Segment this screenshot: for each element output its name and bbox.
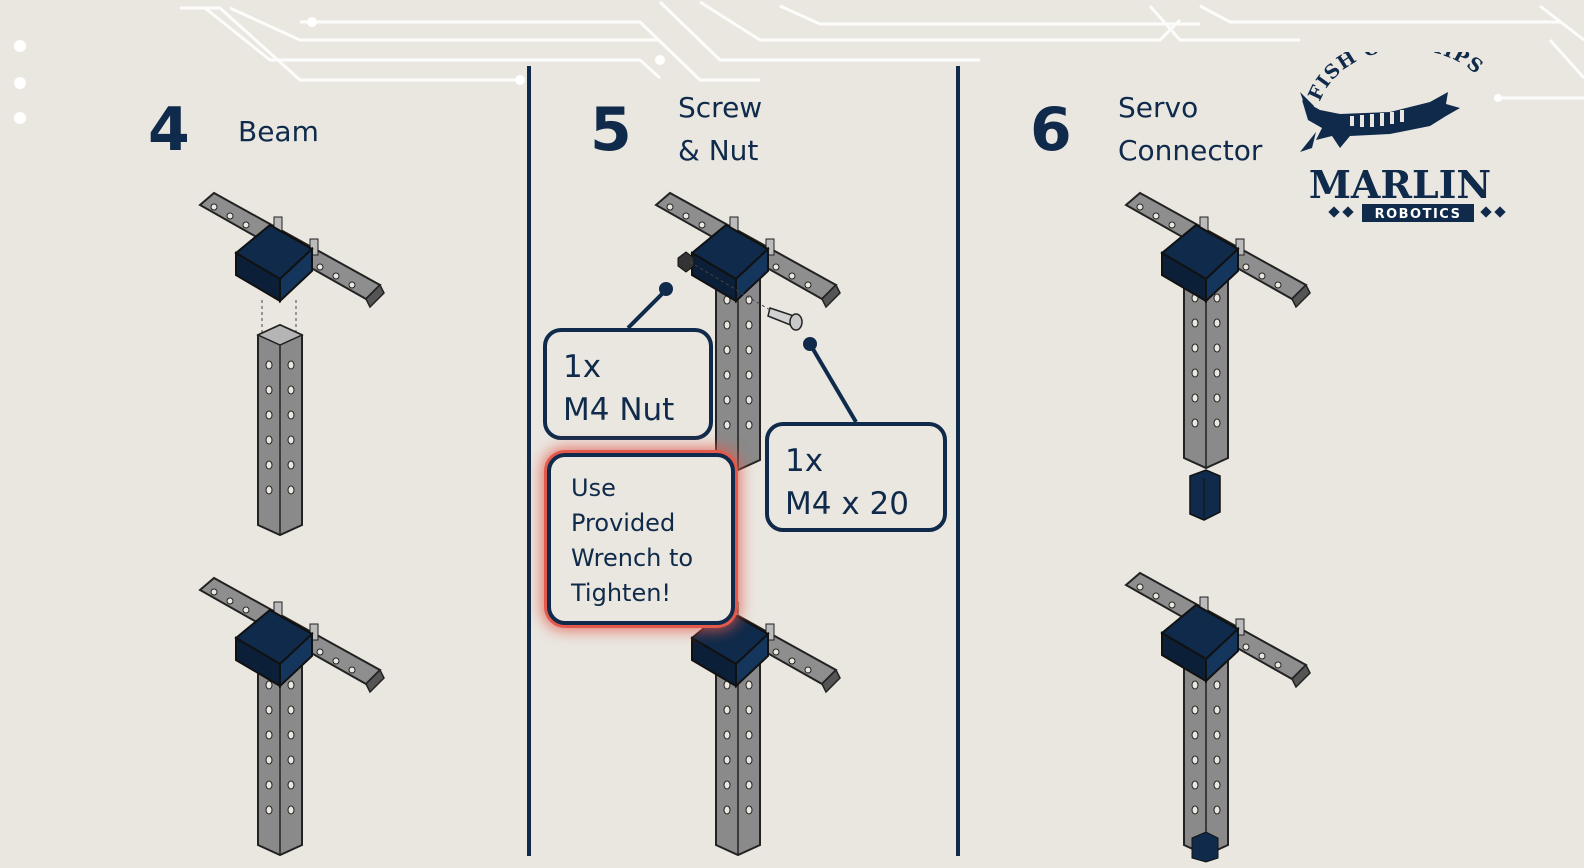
- logo-name: MARLIN: [1309, 162, 1491, 207]
- callout-nut-qty: 1x: [563, 349, 602, 385]
- logo-arc-text: FISH ON CHIPS: [1304, 32, 1486, 104]
- servo-bracket-assembled: [1125, 572, 1311, 688]
- callout-nut-part: M4 Nut: [563, 392, 675, 428]
- step-title-screw-nut: Screw & Nut: [678, 91, 763, 167]
- step-number-5: 5: [590, 95, 632, 165]
- divider-left: [527, 66, 531, 856]
- callout-screw-qty: 1x: [785, 443, 824, 479]
- step-number-6: 6: [1030, 95, 1072, 165]
- beam-bracket-exploded: [199, 192, 385, 308]
- beam-bracket-assembled: [199, 577, 385, 693]
- wrench-line-4: Tighten!: [571, 579, 672, 607]
- step-number-4: 4: [148, 95, 190, 165]
- wrench-line-3: Wrench to: [571, 544, 694, 572]
- step-title-beam: Beam: [238, 115, 319, 148]
- marlin-robotics-logo: FISH ON CHIPS MARLIN ROBOTICS: [1280, 32, 1520, 232]
- wrench-line-1: Use: [571, 474, 616, 502]
- wrench-line-2: Provided: [571, 509, 676, 537]
- screw-bracket: [655, 192, 841, 308]
- callout-wrench-warning: Use Provided Wrench to Tighten!: [547, 453, 735, 625]
- callout-screw-part: M4 x 20: [785, 486, 909, 522]
- servo-connector-part: [1189, 469, 1221, 521]
- m4-screw-part: [767, 307, 803, 331]
- callout-m4-nut: 1x M4 Nut: [543, 328, 713, 440]
- callout-m4-screw: 1x M4 x 20: [765, 422, 947, 532]
- logo-subtitle: ROBOTICS: [1375, 207, 1462, 222]
- divider-right: [956, 66, 960, 856]
- svg-text:FISH ON CHIPS: FISH ON CHIPS: [1304, 52, 1487, 104]
- step-title-servo-connector: Servo Connector: [1118, 91, 1263, 167]
- beam-post-exploded: [257, 324, 303, 536]
